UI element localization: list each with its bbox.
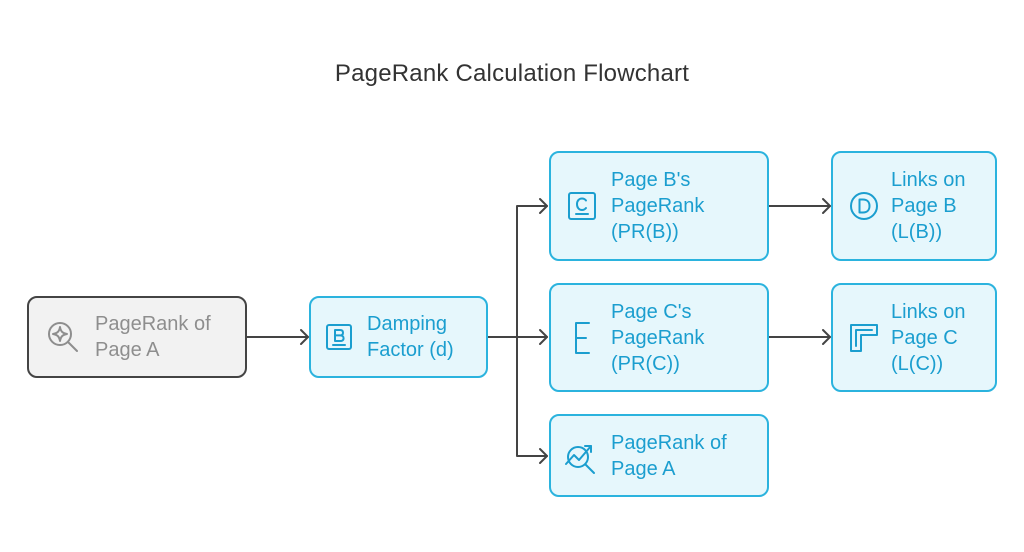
node-pagerank-of-page-a-source: PageRank of Page A [27,296,247,378]
search-sparkle-icon [43,319,83,355]
node-label: Damping Factor (d) [367,313,454,361]
node-pagerank-of-page-a-result: PageRank of Page A [549,414,769,497]
frame-tool-icon [847,321,881,355]
trend-search-icon [563,437,601,475]
node-label: PageRank of Page A [611,431,727,480]
diagram-title: PageRank Calculation Flowchart [334,60,690,87]
node-label: Page C's PageRank (PR(C)) [611,300,705,375]
edge-pr-b-to-links-b [768,198,831,214]
node-page-b-pagerank: Page B's PageRank (PR(B)) [549,151,769,261]
node-label: Links on Page B (L(B)) [891,169,966,243]
node-label: Links on Page C (L(C)) [891,300,966,375]
node-links-on-page-b: Links on Page B (L(B)) [831,151,997,261]
edge-pr-c-to-links-c [768,329,831,345]
letter-d-circle-icon [847,189,881,223]
edge-damping-to-pr-b [487,198,548,338]
node-damping-factor: Damping Factor (d) [309,296,488,378]
node-links-on-page-c: Links on Page C (L(C)) [831,283,997,392]
node-page-c-pagerank: Page C's PageRank (PR(C)) [549,283,769,392]
letter-e-icon [565,318,599,358]
node-label: Page B's PageRank (PR(B)) [611,169,705,243]
letter-c-icon [565,190,599,222]
edge-damping-to-result [516,336,548,464]
node-label: PageRank of Page A [95,313,211,361]
letter-b-icon [323,322,355,352]
edge-damping-to-pr-c [516,329,548,345]
edge-source-to-damping [246,329,309,345]
